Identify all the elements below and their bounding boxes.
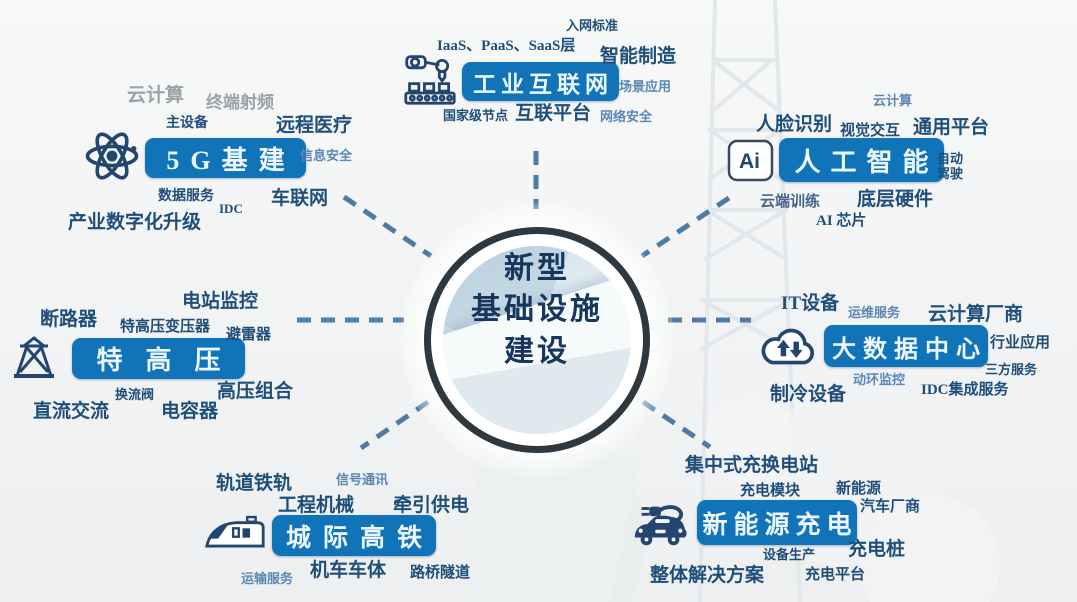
badge-5g: 5G基建 bbox=[145, 138, 306, 178]
keyword: 行业应用 bbox=[990, 335, 1051, 351]
keyword: 人脸识别 bbox=[756, 114, 833, 135]
keyword: 充电模块 bbox=[740, 483, 801, 499]
keyword: 底层硬件 bbox=[857, 189, 934, 210]
airplane-wing-photo bbox=[443, 246, 631, 434]
keyword: 机车车体 bbox=[310, 560, 387, 581]
keyword: 充电平台 bbox=[805, 567, 866, 583]
train-icon bbox=[205, 515, 265, 548]
keyword: IDC集成服务 bbox=[921, 382, 1009, 398]
keyword: 信号通讯 bbox=[336, 472, 389, 487]
keyword: 云计算厂商 bbox=[928, 304, 1024, 325]
transmission-tower-icon bbox=[14, 336, 54, 378]
badge-industrial-internet-label: 工业互联网 bbox=[473, 71, 613, 97]
center-title: 新型 基础设施 建设 bbox=[424, 248, 650, 372]
badge-ev-label: 新能源充电 bbox=[702, 511, 858, 539]
badge-ai-label: 人工智能 bbox=[794, 147, 939, 177]
keyword: 集中式充换电站 bbox=[685, 455, 819, 476]
keyword: 轨道铁轨 bbox=[216, 473, 293, 494]
keyword: 运输服务 bbox=[241, 571, 294, 586]
ev-car-icon bbox=[634, 505, 687, 546]
badge-uhv-label: 特高压 bbox=[96, 346, 244, 375]
badge-rail-label: 城际高铁 bbox=[285, 524, 434, 552]
badge-big-data-label: 大数据中心 bbox=[832, 336, 987, 363]
badge-uhv: 特高压 bbox=[72, 338, 245, 379]
keyword: 电站监控 bbox=[182, 291, 259, 312]
keyword: 互联平台 bbox=[515, 103, 592, 124]
keyword: 终端射频 bbox=[206, 93, 274, 112]
center-title-line3: 建设 bbox=[504, 334, 570, 368]
center-title-line1: 新型 bbox=[504, 252, 570, 285]
keyword: 电容器 bbox=[161, 401, 219, 422]
keyword: 避雷器 bbox=[226, 327, 272, 343]
connector-5g bbox=[342, 194, 433, 259]
center-node bbox=[424, 227, 650, 453]
cloud-transfer-icon bbox=[761, 328, 815, 365]
keyword: 远程医疗 bbox=[276, 115, 353, 136]
keyword: 断路器 bbox=[40, 309, 98, 330]
keyword: 产业数字化升级 bbox=[68, 212, 202, 233]
keyword: 主设备 bbox=[166, 116, 208, 131]
keyword: 智能制造 bbox=[600, 46, 677, 67]
keyword: 特高压变压器 bbox=[120, 319, 211, 335]
keyword: 充电桩 bbox=[848, 539, 906, 560]
keyword: 汽车厂商 bbox=[860, 499, 921, 515]
keyword: IaaS、PaaS、SaaS层 bbox=[437, 38, 576, 54]
robot-arm-icon bbox=[404, 55, 456, 105]
keyword: 制冷设备 bbox=[770, 384, 847, 405]
ai-icon-label: Ai bbox=[739, 150, 760, 173]
keyword: 牵引供电 bbox=[393, 495, 470, 516]
keyword: 路桥隧道 bbox=[410, 565, 471, 581]
keyword: 工程机械 bbox=[278, 495, 355, 516]
keyword: 场景应用 bbox=[619, 79, 672, 94]
keyword: 云计算 bbox=[127, 85, 185, 106]
keyword: 云端训练 bbox=[760, 194, 821, 210]
ai-chip-icon: Ai bbox=[727, 139, 774, 182]
keyword: 通用平台 bbox=[913, 117, 990, 138]
badge-big-data: 大数据中心 bbox=[824, 325, 988, 367]
keyword: 直流交流 bbox=[33, 401, 110, 422]
keyword: 入网标准 bbox=[566, 18, 619, 33]
center-title-line2: 基础设施 bbox=[471, 293, 603, 327]
keyword: 网络安全 bbox=[600, 109, 653, 124]
badge-ai: 人工智能 bbox=[779, 138, 944, 182]
badge-5g-label: 5G基建 bbox=[166, 145, 296, 175]
connector-rail bbox=[359, 399, 430, 451]
badge-ev: 新能源充电 bbox=[697, 500, 857, 545]
keyword: 自动驾驶 bbox=[937, 151, 964, 181]
keyword: 车联网 bbox=[271, 188, 329, 209]
keyword: 信息安全 bbox=[300, 148, 353, 163]
keyword: 动环监控 bbox=[853, 372, 906, 387]
atom-icon bbox=[85, 132, 139, 180]
keyword: 新能源 bbox=[836, 481, 882, 497]
keyword: 高压组合 bbox=[217, 381, 294, 402]
badge-rail: 城际高铁 bbox=[272, 515, 436, 556]
keyword: 云计算 bbox=[873, 93, 913, 108]
keyword: 运维服务 bbox=[848, 305, 901, 320]
connector-ai bbox=[640, 195, 731, 259]
keyword: IT设备 bbox=[781, 293, 840, 314]
keyword: 设备生产 bbox=[763, 547, 816, 562]
keyword: 三方服务 bbox=[985, 362, 1038, 377]
keyword: 整体解决方案 bbox=[650, 565, 765, 586]
keyword: 换流阀 bbox=[115, 387, 155, 402]
keyword: 数据服务 bbox=[158, 189, 214, 204]
keyword: AI 芯片 bbox=[816, 213, 867, 229]
keyword: IDC bbox=[219, 201, 243, 216]
badge-industrial-internet: 工业互联网 bbox=[462, 62, 619, 101]
keyword: 国家级节点 bbox=[443, 108, 509, 123]
keyword: 视觉交互 bbox=[840, 123, 901, 139]
